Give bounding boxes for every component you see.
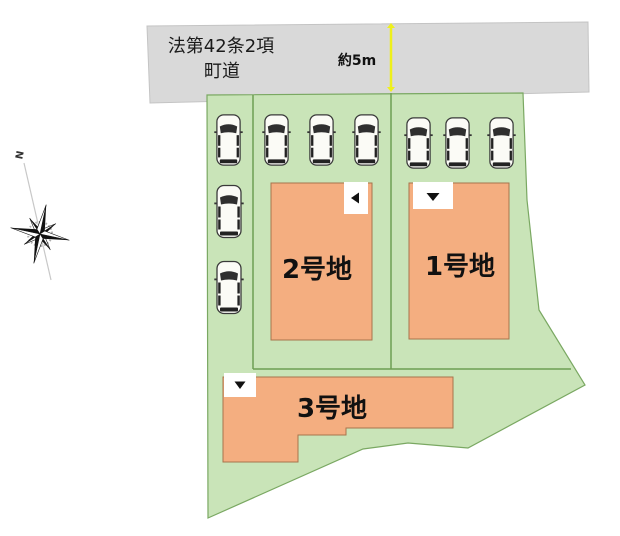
car-icon <box>214 260 244 315</box>
compass-rose-icon <box>10 204 70 264</box>
car-icon <box>443 117 472 169</box>
north-label: N <box>14 150 27 160</box>
car-icon <box>352 114 381 166</box>
road: 法第42条2項 町道 約5m <box>146 21 590 104</box>
road-width-dimension-icon <box>387 23 395 92</box>
road-surface <box>146 21 590 104</box>
lot-label: 3号地 <box>297 394 367 424</box>
triangle-left-icon <box>351 192 359 204</box>
car-icon <box>214 114 243 166</box>
car-icon <box>404 117 433 169</box>
car-icon <box>307 114 336 166</box>
lot-1: 1号地 <box>408 182 510 340</box>
compass: N <box>10 150 70 281</box>
lot-3: 3号地 <box>222 373 454 463</box>
north-axis-line <box>23 162 52 281</box>
triangle-down-icon <box>234 381 246 389</box>
lot-label: 1号地 <box>425 252 495 282</box>
car-icon <box>214 184 244 239</box>
lot-2: 2号地 <box>270 182 373 341</box>
building-footprint <box>222 376 454 463</box>
lot-label: 2号地 <box>282 255 352 285</box>
road-name-line1: 法第42条2項 <box>168 36 274 57</box>
car-icon <box>262 114 291 166</box>
triangle-down-icon <box>426 193 440 201</box>
road-name-line2: 町道 <box>204 61 240 82</box>
car-icon <box>487 117 516 169</box>
road-width-label: 約5m <box>338 52 376 69</box>
